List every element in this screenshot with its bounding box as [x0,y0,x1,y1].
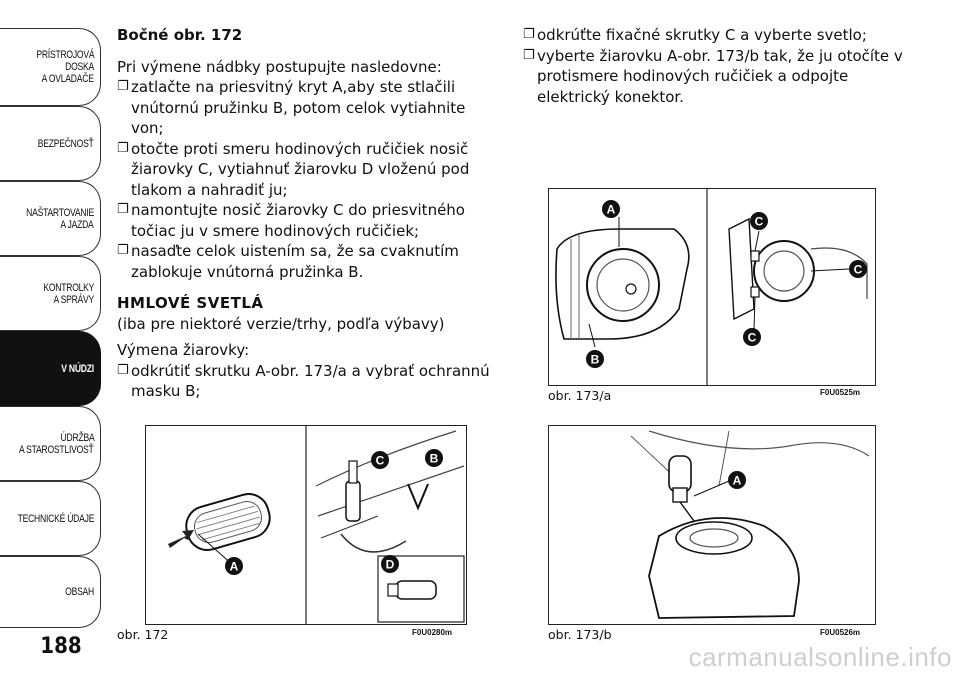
tab-label-line: A SPRÁVY [53,293,94,306]
tab-kontrolky[interactable]: KONTROLKY A SPRÁVY [0,256,101,331]
step-item: vyberte žiarovku A-obr. 173/b tak, že ju… [523,46,909,108]
tab-label-line: NAŠTARTOVANIE [26,206,94,219]
side-lamp-illustration: A B C D [168,426,465,624]
intro-text: Pri výmene nádbky postupujte nasledovne: [117,57,442,76]
right-column: odkrúťte fixačné skrutky C a vyberte sve… [523,25,909,107]
step-item: zatlačte na priesvitný kryt A,aby ste st… [117,77,500,139]
figure-172: A B C D [145,425,467,625]
tab-label-line: A OVLADAČE [41,73,94,85]
step-item: nasaďte celok uistením sa, že sa cvaknut… [117,241,500,282]
svg-text:B: B [591,353,600,367]
svg-text:C: C [376,454,385,468]
tab-label-line: KONTROLKY [43,281,94,294]
tab-label-line: ÚDRŽBA [60,431,94,444]
svg-text:A: A [733,474,742,488]
fog-lamp-mask-illustration: A B C C C [555,189,868,385]
tab-nastartovanie[interactable]: NAŠTARTOVANIE A JAZDA [0,181,101,256]
tab-label-line: PRÍSTROJOVÁ [36,49,94,61]
section-title: HMLOVÉ SVETLÁ [117,294,264,312]
tab-label-line: A STAROSTLIVOSŤ [19,443,94,456]
step-item: namontujte nosič žiarovky C do priesvitn… [117,200,500,241]
tab-label-line: A JAZDA [60,218,94,231]
tab-udrzba[interactable]: ÚDRŽBA A STAROSTLIVOSŤ [0,406,101,481]
tab-label-line: OBSAH [65,586,94,598]
svg-text:A: A [607,203,616,217]
svg-text:D: D [386,558,395,572]
tab-bezpecnost[interactable]: BEZPEČNOSŤ [0,106,101,181]
figure-caption: obr. 173/b [548,627,612,642]
fog-lamp-bulb-illustration: A [630,430,870,619]
tab-v-nudzi[interactable]: V NÚDZI [0,331,101,406]
label-b: B [586,350,604,368]
figure-code: F0U0525m [820,388,861,397]
label-b: B [425,449,443,467]
label-c: C [750,212,768,230]
tab-pristrojova-doska[interactable]: PRÍSTROJOVÁ DOSKA A OVLADAČE [0,28,101,106]
tab-label-line: V NÚDZI [61,362,94,375]
figure-code: F0U0280m [412,628,453,637]
watermark: carmanualsonline.info [688,642,952,672]
figure-173b: A [548,425,876,625]
svg-text:C: C [854,263,863,277]
tab-technicke-udaje[interactable]: TECHNICKÉ ÚDAJE [0,481,101,556]
figure-caption: obr. 173/a [548,388,612,403]
label-a: A [225,557,243,575]
tab-label-line: BEZPEČNOSŤ [38,137,94,150]
tab-label-line: TECHNICKÉ ÚDAJE [17,512,94,525]
step-item: otočte proti smeru hodinových ručičiek n… [117,139,500,201]
figure-173a: A B C C C [548,188,876,386]
svg-text:C: C [748,331,757,345]
figure-caption: obr. 172 [117,627,169,642]
page-number: 188 [40,634,82,659]
label-c: C [743,328,761,346]
label-c: C [371,451,389,469]
step-item: odkrúťte fixačné skrutky C a vyberte sve… [523,25,909,46]
section-subtitle: (iba pre niektoré verzie/trhy, podľa výb… [117,314,445,333]
label-a: A [728,471,746,489]
figure-code: F0U0526m [820,628,861,637]
step-item: odkrútiť skrutku A-obr. 173/a a vybrať o… [117,361,500,402]
label-c: C [849,260,867,278]
label-d: D [381,555,399,573]
label-a: A [602,200,620,218]
tab-label-line: DOSKA [65,61,94,73]
section-heading: Bočné obr. 172 [117,26,243,44]
bulb-label: Výmena žiarovky: [117,341,250,359]
svg-text:B: B [430,452,439,466]
svg-text:A: A [230,560,239,574]
tab-obsah[interactable]: OBSAH [0,556,101,628]
svg-text:C: C [755,215,764,229]
left-column: Bočné obr. 172 Pri výmene nádbky postupu… [117,25,500,402]
